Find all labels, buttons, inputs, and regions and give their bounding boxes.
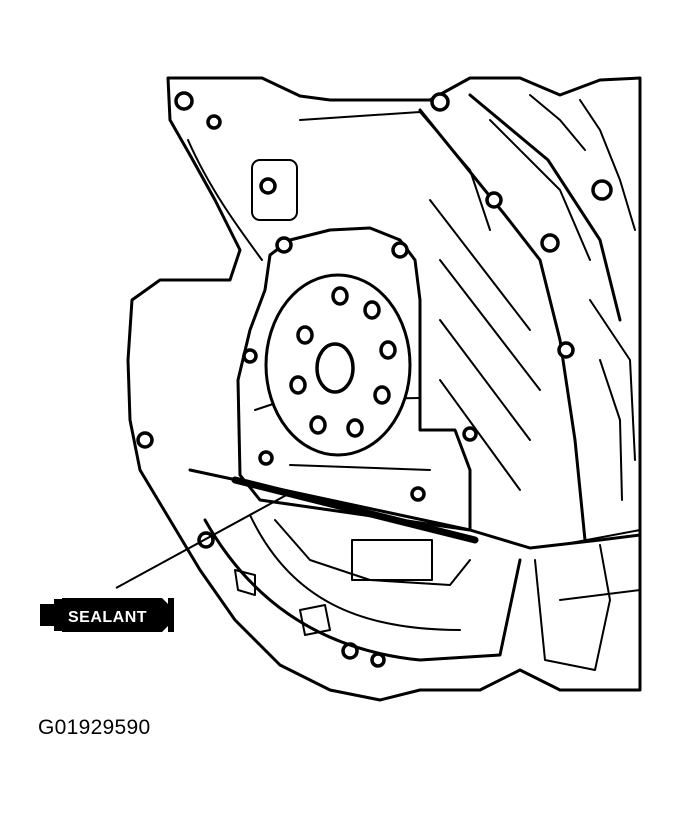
oil-pan-rail <box>188 468 642 662</box>
flange-bolt-hole <box>379 340 397 360</box>
flange-bolt-hole <box>331 286 349 306</box>
sealant-tube-icon <box>40 598 174 632</box>
sealant-callout: SEALANT <box>40 598 174 632</box>
flange-bolt-hole <box>373 385 391 405</box>
flange-bolt-hole <box>309 415 327 435</box>
sealant-label: SEALANT <box>68 609 147 626</box>
sealant-leader-line <box>115 491 293 589</box>
pan-rib-pocket <box>351 539 433 581</box>
lifting-bracket <box>251 159 298 221</box>
flange-bolt-hole <box>346 418 364 438</box>
sealant-bead-line <box>231 476 479 544</box>
flange-bolt-hole <box>296 325 314 345</box>
crankshaft-center-bore <box>315 342 355 394</box>
block-mounting-holes <box>136 91 613 668</box>
crankshaft-flange <box>264 273 412 457</box>
flange-bolt-hole <box>289 375 307 395</box>
flange-bolt-hole <box>363 300 381 320</box>
figure-id-label: G01929590 <box>38 716 151 739</box>
